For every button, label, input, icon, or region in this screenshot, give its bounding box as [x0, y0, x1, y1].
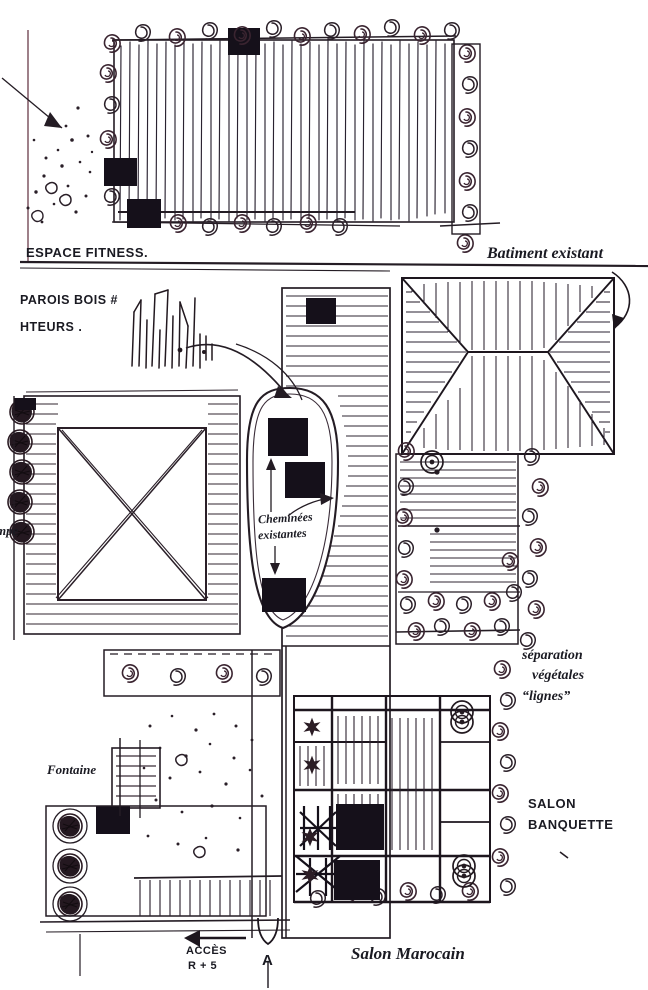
section-marker-a [257, 917, 279, 988]
label-separation-line1: séparation [522, 648, 583, 663]
zone-fontaine-terrasse [39, 649, 291, 976]
label-rampe-cut: mpe [0, 523, 19, 538]
label-cheminees-line1: Cheminées [257, 509, 313, 527]
label-cheminees-line2: existantes [257, 525, 307, 543]
label-separation-line2: végétales [532, 668, 585, 683]
label-espace-fitness: ESPACE FITNESS. [26, 245, 149, 260]
label-acces-line1: ACCÈS [186, 945, 228, 957]
label-batiment-existant: Batiment existant [487, 245, 604, 262]
zone-parois-bois-slats [131, 289, 213, 369]
zone-salon-marocain [293, 695, 491, 904]
label-acces-line2: R + 5 [188, 960, 218, 972]
zone-batiment-existant [401, 271, 631, 455]
label-salon-marocain: Salon Marocain [351, 944, 465, 963]
label-separation-line3: “lignes” [522, 689, 571, 704]
zone-bassin-cheminees [185, 343, 340, 630]
acces-arrow [184, 930, 246, 947]
zone-separation-vegetale [309, 442, 549, 908]
label-section-marker: A [262, 952, 274, 969]
label-hteurs: HTEURS . [20, 320, 83, 334]
zone-espace-fitness [19, 18, 648, 272]
zone-gravel-northwest [1, 77, 94, 224]
label-fontaine: Fontaine [47, 762, 97, 777]
zone-cour-carree-ouest [7, 389, 241, 640]
label-salon-banquette-line2: BANQUETTE [528, 817, 614, 832]
label-salon-banquette-line1: SALON [528, 796, 576, 811]
zone-central-spine [281, 287, 391, 939]
label-parois-bois: PAROIS BOIS # [20, 293, 118, 307]
